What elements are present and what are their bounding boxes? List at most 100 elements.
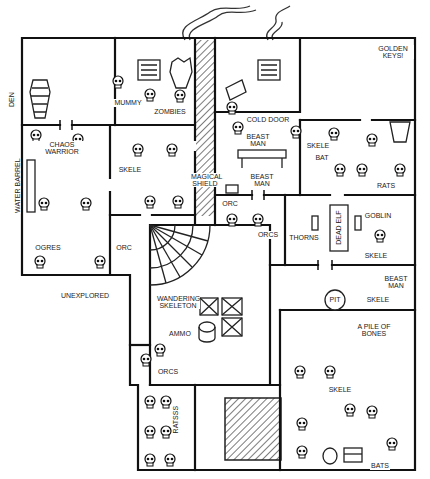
skull-jaw [235, 131, 241, 134]
skull-eye [373, 138, 376, 141]
dungeon-walls-part [22, 124, 195, 126]
skull-eye [163, 430, 166, 433]
skull-jaw [397, 173, 403, 176]
map-label: DEN [7, 92, 14, 109]
dungeon-walls-part [109, 125, 111, 275]
door-marks-part [263, 190, 265, 200]
skull-symbol [335, 164, 345, 176]
dungeon-walls-part [279, 310, 281, 470]
skull-symbol [367, 134, 377, 146]
map-label: THORNS [288, 234, 320, 241]
skull-symbol [141, 354, 151, 366]
skull-eye [115, 80, 118, 83]
furniture-part [226, 185, 238, 193]
skull-eye [327, 370, 330, 373]
skull-eye [347, 408, 350, 411]
skull-eye [41, 260, 44, 263]
skull-jaw [167, 463, 173, 466]
map-label: ZOMBIES [153, 108, 187, 115]
skull-eye [233, 218, 236, 221]
skull-symbol [387, 438, 397, 450]
skull-symbol [395, 164, 405, 176]
map-label: CHAOS WARRIOR [31, 141, 93, 156]
skull-eye [239, 126, 242, 129]
machines-part [141, 65, 157, 75]
map-label: AMMO [168, 330, 192, 337]
skull-jaw [169, 153, 175, 156]
machines-part [170, 58, 192, 88]
spiral-staircase-part [150, 225, 210, 285]
machines-part [258, 60, 280, 80]
skull-symbol [95, 256, 105, 268]
map-label: UNEXPLORED [60, 292, 110, 299]
dungeon-walls-part [270, 264, 415, 266]
map-label: COLD DOOR [246, 116, 290, 123]
dungeon-walls-part [194, 385, 196, 470]
skull-jaw [135, 153, 141, 156]
coffin-part [31, 88, 49, 112]
skull-eye [101, 260, 104, 263]
dungeon-walls-part [22, 38, 415, 470]
skull-eye [301, 370, 304, 373]
furniture-part [344, 453, 362, 454]
skull-symbol [345, 404, 355, 416]
skull-eye [229, 218, 232, 221]
skull-jaw [255, 223, 261, 226]
skull-eye [179, 200, 182, 203]
skull-jaw [369, 143, 375, 146]
crates-part [214, 327, 215, 338]
dungeon-walls-part [300, 194, 415, 196]
skull-eye [235, 126, 238, 129]
map-label: SKELE [366, 296, 391, 303]
skull-symbol [357, 164, 367, 176]
skull-eye [37, 260, 40, 263]
skull-eye [97, 260, 100, 263]
machines-part [226, 80, 246, 100]
skull-symbol [325, 366, 335, 378]
skull-eye [143, 358, 146, 361]
hatched-floor-part [196, 40, 214, 216]
skull-jaw [177, 99, 183, 102]
skull-symbol [165, 454, 175, 466]
crates-part [198, 327, 199, 338]
skull-jaw [297, 375, 303, 378]
map-label: GOLDEN KEYS! [372, 45, 414, 60]
dungeon-walls-part [130, 344, 150, 346]
skull-jaw [37, 265, 43, 268]
skull-jaw [293, 135, 299, 138]
skull-symbol [297, 446, 307, 458]
dungeon-walls-part [110, 214, 195, 216]
skull-jaw [163, 435, 169, 438]
hatched-floor [196, 40, 281, 460]
skull-eye [359, 168, 362, 171]
skull-jaw [337, 173, 343, 176]
skull-jaw [147, 463, 153, 466]
skull-symbol [297, 418, 307, 430]
dungeon-walls-part [284, 195, 286, 265]
skull-eye [331, 370, 334, 373]
skull-eye [369, 410, 372, 413]
map-label: ORC [221, 200, 239, 207]
map-label: SKELE [364, 252, 389, 259]
map-label: SKELE [306, 142, 331, 149]
skull-eye [33, 134, 36, 137]
crates-part [222, 298, 242, 315]
skull-symbol [291, 126, 301, 138]
skull-symbol [227, 214, 237, 226]
skull-eye [393, 442, 396, 445]
furniture-part [325, 290, 345, 310]
spiral-staircase-part [150, 225, 180, 277]
map-label: WATER BARREL [13, 158, 20, 214]
skull-eye [167, 400, 170, 403]
skull-eye [147, 458, 150, 461]
skull-jaw [369, 415, 375, 418]
skull-symbol [367, 406, 377, 418]
map-label: A PILE OF BONES [355, 323, 393, 338]
skull-jaw [389, 447, 395, 450]
furniture-part [390, 122, 410, 142]
dungeon-walls-part [150, 225, 270, 385]
door-marks-part [317, 260, 319, 270]
skull-eye [147, 93, 150, 96]
skull-eye [151, 200, 154, 203]
